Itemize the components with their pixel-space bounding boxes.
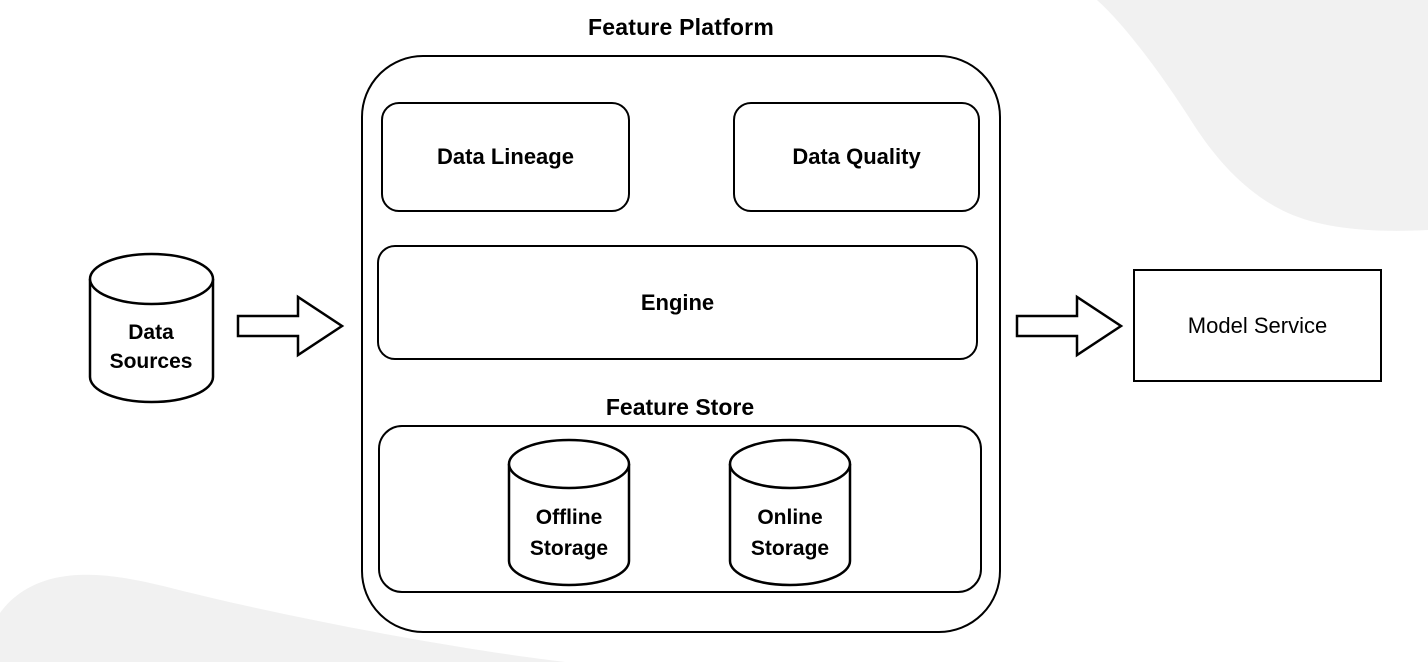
- data-sources-line1: Data: [128, 321, 174, 344]
- offline-storage-label: Offline Storage: [503, 502, 635, 564]
- node-engine: Engine: [377, 245, 978, 360]
- flow-arrow-right-icon: [1015, 294, 1124, 358]
- data-lineage-label: Data Lineage: [437, 144, 574, 169]
- feature-store-container: [378, 425, 982, 593]
- diagram-title: Feature Platform: [588, 14, 774, 40]
- engine-label: Engine: [640, 289, 715, 315]
- feature-store-title: Feature Store: [605, 394, 755, 420]
- node-data-lineage: Data Lineage: [381, 102, 630, 212]
- model-service-label: Model Service: [1187, 312, 1328, 338]
- data-quality-label: Data Quality: [792, 144, 921, 169]
- online-storage-label: Online Storage: [724, 502, 856, 564]
- offline-storage-line1: Offline: [535, 506, 603, 529]
- node-model-service: Model Service: [1133, 269, 1382, 382]
- online-storage-line1: Online: [757, 506, 823, 529]
- decorative-shape-top-right: [1097, 0, 1428, 231]
- flow-arrow-left-icon: [236, 294, 345, 358]
- online-storage-cylinder-icon: [728, 438, 852, 587]
- data-sources-line2: Sources: [109, 350, 193, 373]
- data-sources-cylinder-icon: [88, 252, 215, 404]
- node-data-quality: Data Quality: [733, 102, 980, 212]
- offline-storage-cylinder-icon: [507, 438, 631, 587]
- decorative-shape-bottom-left: [0, 574, 565, 662]
- offline-storage-line2: Storage: [529, 537, 609, 560]
- feature-platform-container: [361, 55, 1001, 633]
- online-storage-line2: Storage: [750, 537, 830, 560]
- data-sources-label: Data Sources: [84, 318, 218, 376]
